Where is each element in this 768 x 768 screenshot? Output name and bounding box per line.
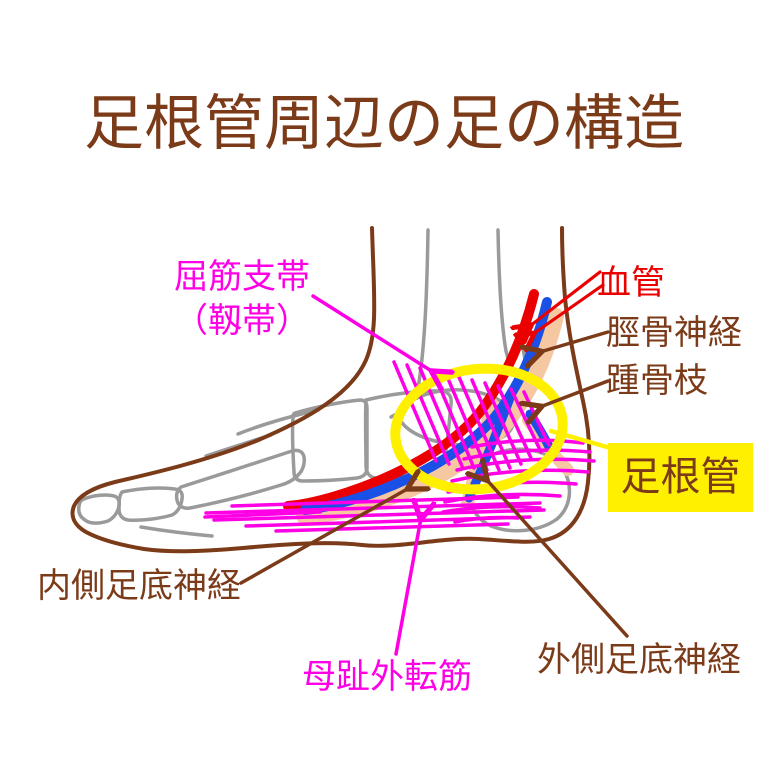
label-medial-plantar-nerve: 内側足底神経 — [37, 567, 241, 605]
label-blood-vessel: 血管 — [597, 264, 665, 302]
lateral-plantar-nerve-arrow — [486, 479, 629, 638]
lower-toe-line — [139, 525, 214, 538]
tarsal-tunnel-connector — [548, 428, 610, 450]
tarsal-tunnel-label-text: 足根管 — [620, 454, 741, 499]
calcaneal-branch-leader — [540, 379, 610, 407]
foot-outline — [70, 226, 592, 554]
medial-plantar-nerve-arrow — [239, 488, 409, 585]
blood-vessel-arrow-shaft-1 — [530, 270, 602, 326]
diagram-title: 足根管周辺の足の構造 — [84, 90, 684, 157]
flexor-retinaculum-arrow — [311, 294, 433, 372]
distal-phalanx — [77, 493, 121, 525]
label-lateral-plantar-nerve: 外側足底神経 — [537, 641, 741, 679]
abductor-hallucis-fibers — [203, 495, 546, 533]
tarsal-tunnel-highlight — [390, 363, 610, 495]
label-flexor-retinaculum: 屈筋支帯 （靱帯） — [146, 256, 338, 343]
label-abductor-hallucis: 母趾外転筋 — [302, 658, 472, 696]
dorsal-bone-line-1 — [236, 408, 320, 436]
blood-vessel-arrow-shaft-2 — [533, 283, 605, 334]
label-calcaneal-branch: 踵骨枝 — [606, 362, 708, 400]
tarsal-tunnel-highlight-label: 足根管 — [608, 443, 753, 512]
leader-lines — [239, 270, 629, 656]
label-flexor-retinaculum-line2: （靱帯） — [174, 301, 310, 340]
label-tibial-nerve: 脛骨神経 — [606, 314, 742, 352]
proximal-phalanx — [117, 486, 184, 522]
abductor-hallucis-arrow — [394, 518, 421, 656]
label-flexor-retinaculum-line1: 屈筋支帯 — [174, 258, 310, 296]
tibial-nerve-leader — [540, 330, 610, 352]
metatarsal-bone — [174, 448, 306, 510]
